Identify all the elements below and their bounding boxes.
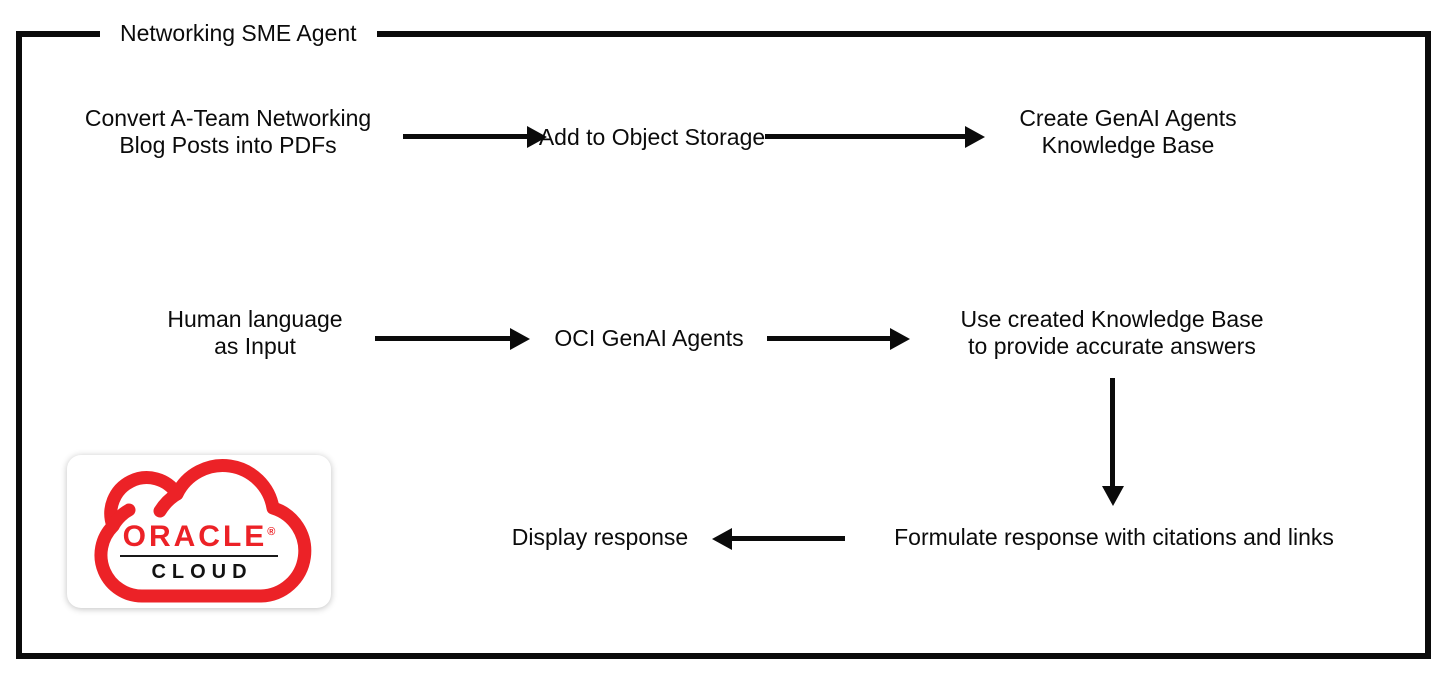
node-convert-line2: Blog Posts into PDFs [119,132,337,158]
node-human-input-line1: Human language [167,306,343,332]
arrow-left-icon [732,536,845,541]
node-object-storage-label: Add to Object Storage [538,124,766,150]
registered-mark: ® [267,526,276,538]
node-create-kb-line1: Create GenAI Agents [1019,105,1237,131]
arrow-right-icon [375,336,510,341]
node-create-kb-line2: Knowledge Base [1041,132,1215,158]
node-formulate-response: Formulate response with citations and li… [894,524,1334,551]
node-create-knowledge-base: Create GenAI Agents Knowledge Base [1019,105,1236,159]
node-use-kb-line2: to provide accurate answers [968,333,1256,359]
node-convert-line1: Convert A-Team Networking [84,105,372,131]
node-use-knowledge-base: Use created Knowledge Base to provide ac… [960,306,1263,360]
node-use-kb-line1: Use created Knowledge Base [960,306,1264,332]
node-convert-blog-posts: Convert A-Team Networking Blog Posts int… [85,105,371,159]
node-object-storage: Add to Object Storage [539,124,765,151]
oracle-cloud-logo: ORACLE® CLOUD [67,455,331,608]
oracle-wordmark: ORACLE® CLOUD [67,517,331,583]
oracle-product-text: CLOUD [151,561,253,583]
node-oci-genai-agents: OCI GenAI Agents [554,325,743,352]
cloud-icon [94,459,312,603]
oracle-divider [120,555,278,557]
frame-border [16,31,1431,659]
arrow-down-icon [1110,378,1115,486]
node-display-response: Display response [512,524,688,551]
node-display-response-label: Display response [511,524,689,550]
arrow-right-icon [767,336,890,341]
node-human-input-line2: as Input [214,333,296,359]
node-human-input: Human language as Input [167,306,342,360]
diagram-title: Networking SME Agent [100,19,377,48]
oracle-brand-text: ORACLE® [122,520,276,553]
node-formulate-response-label: Formulate response with citations and li… [894,524,1334,550]
arrow-right-icon [403,134,527,139]
arrow-right-icon [765,134,965,139]
node-oci-genai-agents-label: OCI GenAI Agents [554,325,744,351]
